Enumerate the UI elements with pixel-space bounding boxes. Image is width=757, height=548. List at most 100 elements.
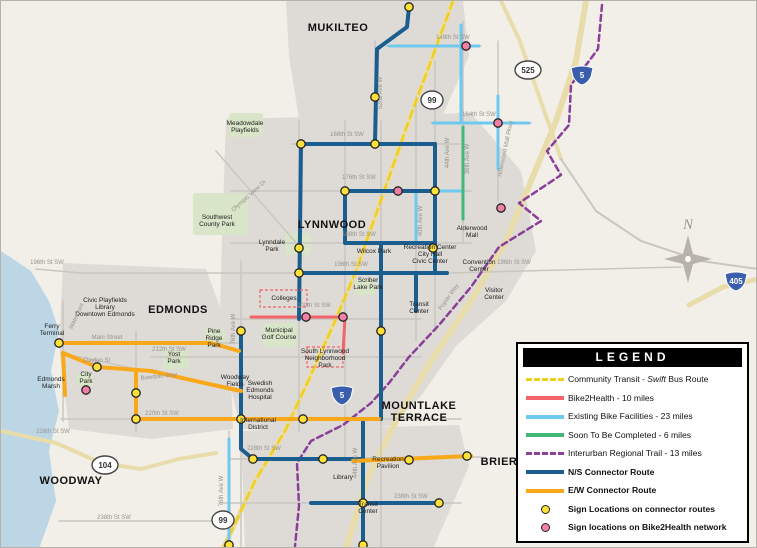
road-label: 226th St SW bbox=[36, 429, 70, 435]
legend-swatch-bike2health-line-icon bbox=[522, 396, 568, 401]
sign-connector-dot bbox=[430, 186, 440, 196]
park-area bbox=[163, 349, 189, 369]
road-label: Main Street bbox=[92, 335, 123, 341]
sign-bike2health-dot bbox=[393, 186, 403, 196]
place-label: Library bbox=[95, 304, 116, 311]
legend-line-sample bbox=[526, 452, 564, 456]
place-label: Pavilion bbox=[377, 463, 400, 470]
legend-label: Bike2Health - 10 miles bbox=[568, 393, 654, 403]
city-label: TERRACE bbox=[391, 412, 448, 424]
sign-connector-dot bbox=[358, 498, 368, 508]
legend-label: Community Transit - Swift Bus Route bbox=[568, 374, 708, 385]
legend-label: N/S Connector Route bbox=[568, 467, 654, 477]
legend-line-sample bbox=[526, 396, 564, 401]
legend-label: Sign locations on Bike2Health network bbox=[568, 522, 727, 533]
place-label: Transit bbox=[358, 501, 378, 508]
road-label: 236th St SW bbox=[394, 494, 428, 500]
road-label: 196th St SW bbox=[497, 260, 531, 266]
road-label: 148th St SW bbox=[436, 35, 470, 41]
road-label: 44th Ave W bbox=[445, 137, 451, 168]
road-label: 36th Ave W bbox=[465, 143, 471, 174]
legend-label-part: Sign Locations on connector routes bbox=[568, 503, 716, 514]
place-label: Park bbox=[265, 246, 279, 253]
legend-swatch-soon-completed-line-icon bbox=[522, 433, 568, 438]
place-label: Colleges bbox=[271, 295, 297, 302]
sign-connector-dot bbox=[404, 2, 414, 12]
park-area bbox=[77, 373, 93, 387]
place-label: Neighborhood bbox=[305, 355, 346, 362]
legend-line-sample bbox=[526, 470, 564, 475]
road-label: 220th St SW bbox=[145, 411, 179, 417]
legend-label-part: Sign locations on Bike2Health network bbox=[568, 522, 727, 533]
place-label: Ridge bbox=[206, 335, 223, 342]
legend: LEGEND Community Transit - Swift Bus Rou… bbox=[516, 341, 749, 543]
sign-connector-dot bbox=[298, 414, 308, 424]
ew-connector-route bbox=[57, 341, 241, 353]
place-label: Swedish bbox=[248, 380, 273, 387]
road-label: 168th St SW bbox=[330, 132, 364, 138]
sign-connector-dot bbox=[370, 92, 380, 102]
road-label: 188th St SW bbox=[342, 232, 376, 238]
shield-label: 104 bbox=[98, 461, 112, 470]
place-label: Recreation Center bbox=[404, 244, 458, 251]
legend-swatch-sign-bike2health-icon bbox=[522, 523, 568, 533]
legend-line-sample bbox=[526, 378, 564, 382]
place-label: Fields bbox=[226, 381, 244, 388]
place-label: Woodway bbox=[221, 374, 250, 381]
legend-line-sample bbox=[526, 433, 564, 438]
place-label: Park bbox=[318, 362, 332, 369]
legend-label: Existing Bike Facilities - 23 miles bbox=[568, 411, 693, 421]
legend-dot-sample bbox=[540, 523, 550, 533]
place-label: Edmonds bbox=[37, 376, 65, 383]
legend-label-part: Community Transit - bbox=[568, 374, 648, 385]
state-route-shield bbox=[91, 455, 119, 475]
place-label: County Park bbox=[199, 221, 236, 228]
legend-label: Interurban Regional Trail - 13 miles bbox=[568, 448, 702, 458]
place-label: Park bbox=[79, 378, 93, 385]
place-label: Southwest bbox=[202, 214, 233, 221]
state-route-shield bbox=[420, 90, 444, 110]
legend-swatch-existing-bike-line-icon bbox=[522, 414, 568, 419]
place-label: Hospital bbox=[248, 394, 272, 401]
park-area bbox=[263, 323, 297, 347]
shield-label: 5 bbox=[580, 71, 585, 80]
ew-connector-route bbox=[61, 351, 67, 397]
place-label: Park bbox=[167, 358, 181, 365]
sign-connector-dot bbox=[248, 454, 258, 464]
road-label: 200th St SW bbox=[297, 303, 331, 309]
water-area bbox=[1, 251, 59, 547]
road-line bbox=[215, 150, 300, 247]
shield-label: 99 bbox=[428, 96, 437, 105]
place-label: Library bbox=[333, 474, 354, 481]
state-route-shield bbox=[211, 510, 235, 530]
road-label: 44th Ave W bbox=[353, 447, 359, 478]
place-label: Yost bbox=[168, 351, 181, 358]
place-label: Lynndale bbox=[259, 239, 286, 246]
road-label: 164th St SW bbox=[462, 112, 496, 118]
place-label: South Lynnwood bbox=[301, 348, 350, 355]
legend-swatch-ew-connector-line-icon bbox=[522, 488, 568, 493]
place-label: Pine bbox=[207, 328, 220, 335]
legend-item-sign-connector: Sign Locations on connector routes bbox=[522, 500, 743, 519]
sign-connector-dot bbox=[462, 451, 472, 461]
shield-label: 525 bbox=[521, 66, 535, 75]
sign-connector-dot bbox=[92, 362, 102, 372]
place-label: Recreation bbox=[372, 456, 404, 463]
place-label: Mall bbox=[466, 232, 478, 239]
place-label: Transit bbox=[409, 301, 429, 308]
legend-swatch-swift-line-icon bbox=[522, 378, 568, 382]
park-area bbox=[355, 279, 375, 295]
city-label: EDMONDS bbox=[148, 304, 208, 316]
place-label: Lake Park bbox=[353, 284, 383, 291]
road-label: 212th St SW bbox=[152, 347, 186, 353]
compass-center bbox=[685, 256, 691, 262]
sign-connector-dot bbox=[428, 243, 438, 253]
sign-bike2health-dot bbox=[493, 118, 503, 128]
highway-road-line bbox=[1, 429, 218, 471]
road-label: 76th Ave W bbox=[231, 313, 237, 344]
place-label: Scriber bbox=[358, 277, 379, 284]
legend-label-part: Soon To Be Completed - 6 miles bbox=[568, 429, 692, 440]
legend-item-swift: Community Transit - Swift Bus Route bbox=[522, 371, 743, 390]
sign-connector-dot bbox=[434, 498, 444, 508]
